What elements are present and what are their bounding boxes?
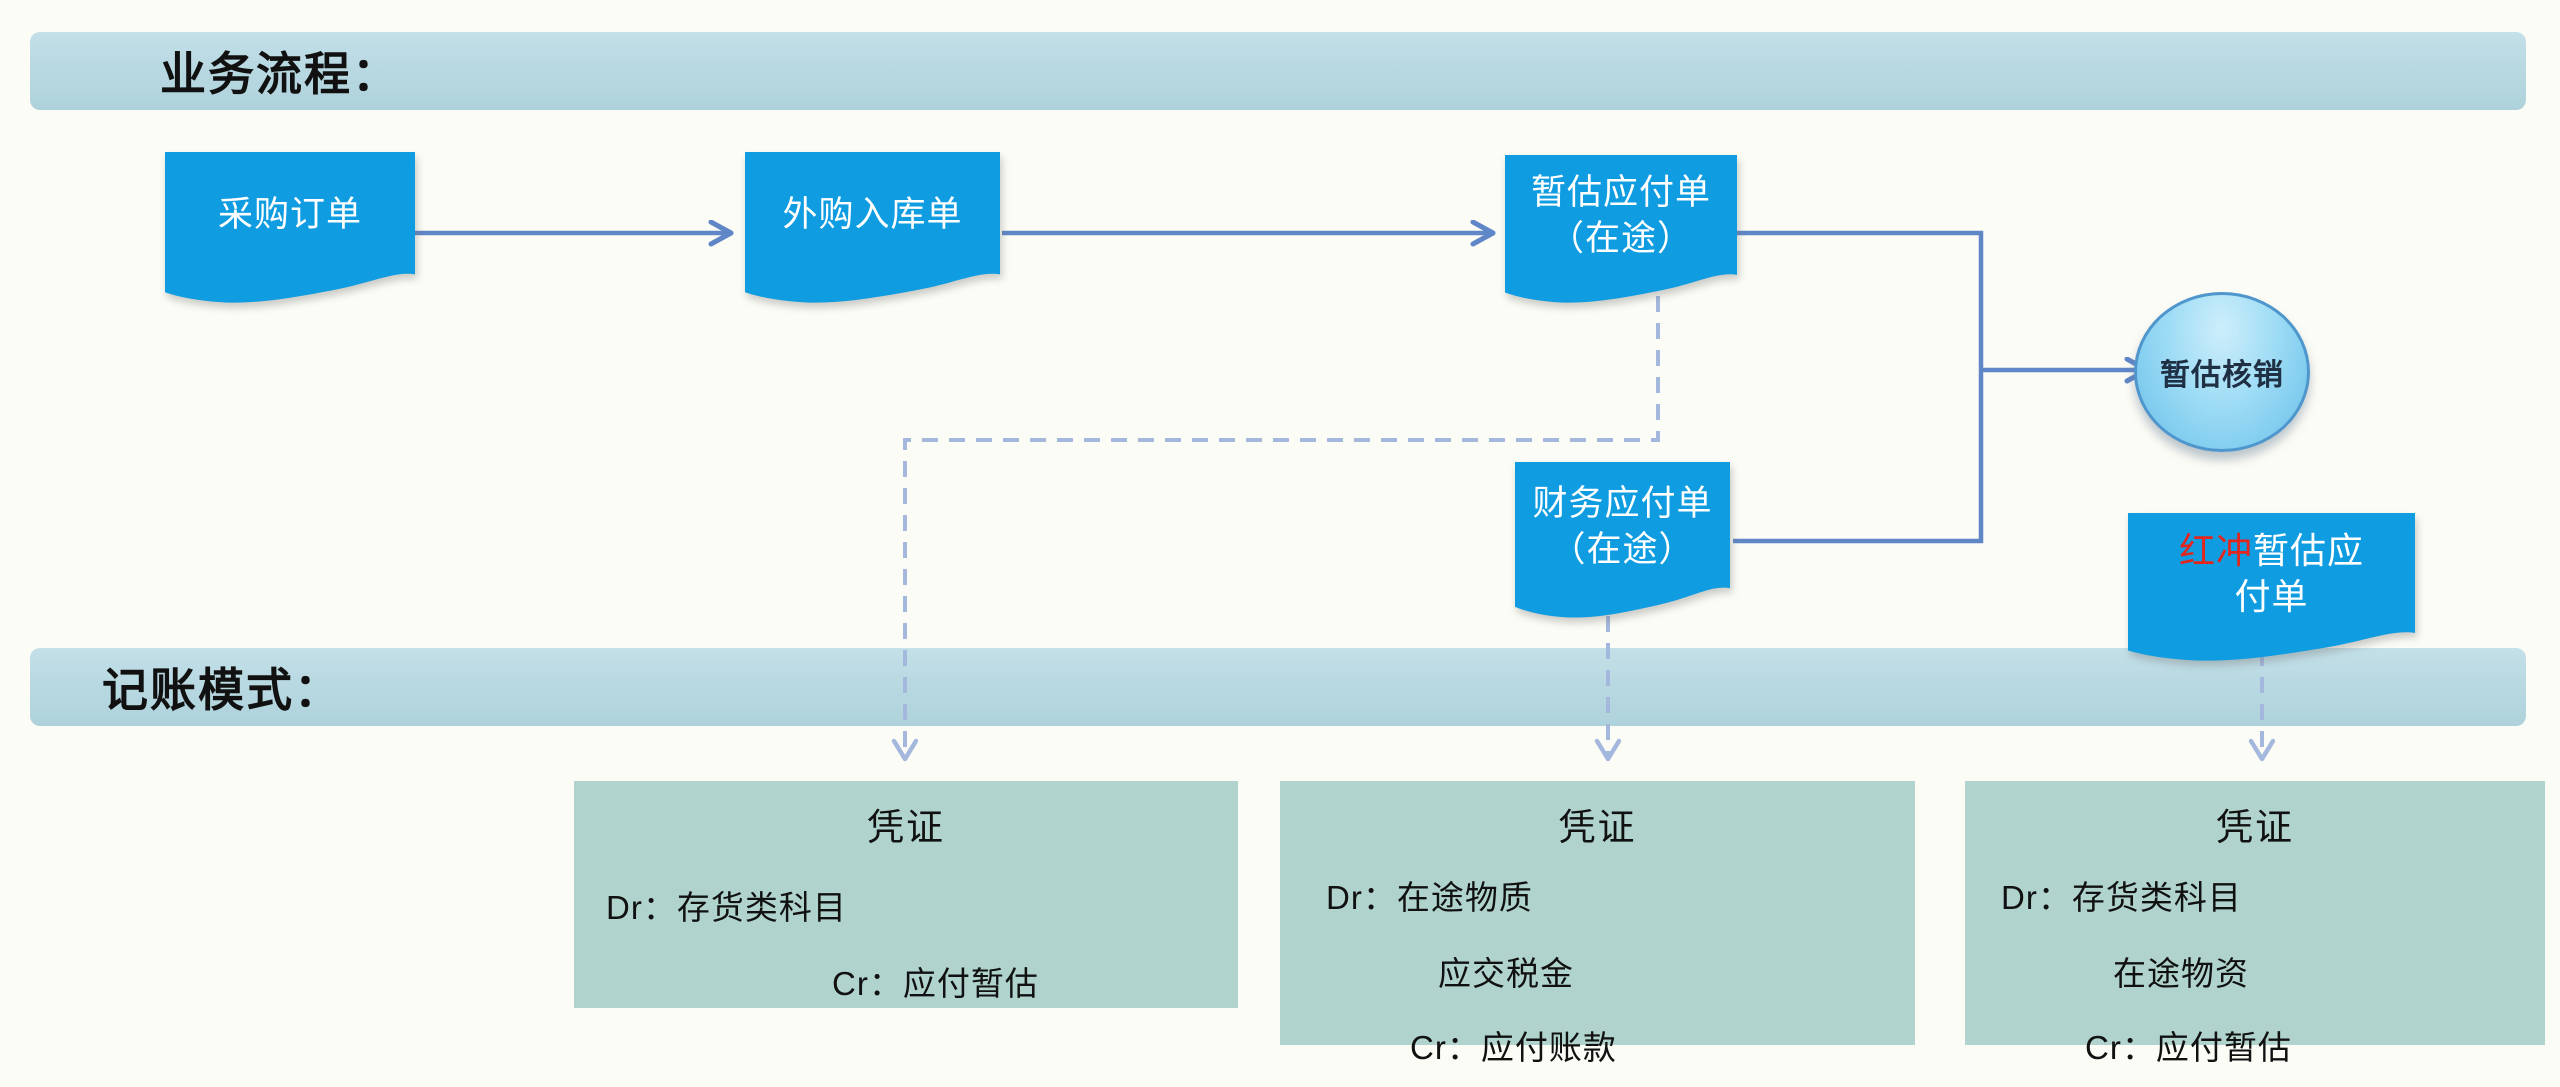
red-flush-line1: 红冲暂估应 [2179,528,2364,574]
financial-payable-node: 财务应付单 （在途） [1515,462,1730,620]
voucher-box-financial: 凭证 Dr：在途物质 应交税金 Cr：应付账款 [1280,781,1915,1066]
voucher-title: 凭证 [1558,807,1637,848]
purchase-order-node: 采购订单 [165,152,415,305]
voucher-box-inbound: 凭证 Dr：存货类科目 Cr：应付暂估 [574,781,1238,1008]
red-flush-estimated-payable-node: 红冲暂估应 付单 [2128,513,2415,663]
wave-document-shape [165,152,415,303]
financial-payable-label: 财务应付单 （在途） [1532,481,1712,573]
wave-document-shape [1515,462,1730,618]
red-flush-red-text: 红冲 [2178,530,2253,571]
voucher-title: 凭证 [2216,807,2294,848]
accounting-mode-banner: 记账模式： [30,648,2526,726]
accounting-mode-label: 记账模式： [102,664,342,716]
voucher-line-dr: Dr：存货类科目 [2001,879,2242,916]
wave-document-shape [2128,513,2415,661]
voucher-box-redflush: 凭证 Dr：存货类科目 在途物资 Cr：应付暂估 [1965,781,2545,1066]
inbound-receipt-node: 外购入库单 [745,152,1000,305]
business-process-banner: 业务流程： [30,32,2526,110]
voucher-line-dr2: 在途物资 [2113,955,2249,992]
dashed-estimated-to-voucher1 [905,296,1660,758]
voucher-line-dr: Dr：在途物质 [1326,879,1533,916]
estimated-payable-line2: （在途） [1548,219,1693,258]
voucher-line-dr2: 应交税金 [1438,955,1574,992]
wave-document-shape [1505,155,1737,303]
voucher-line-cr: Cr：应付暂估 [832,965,1039,1002]
red-flush-line2: 付单 [2234,576,2309,617]
business-process-label: 业务流程： [160,48,400,100]
voucher-line-dr: Dr：存货类科目 [606,889,847,926]
voucher-title: 凭证 [867,807,945,848]
wave-document-shape [745,152,1000,303]
estimate-writeoff-ellipse: 暂估核销 [2134,292,2310,452]
red-flush-line1-rest: 暂估应 [2253,530,2365,571]
estimated-payable-node: 暂估应付单 （在途） [1505,155,1737,305]
financial-payable-line1: 财务应付单 [1532,484,1713,523]
financial-payable-line2: （在途） [1550,530,1695,569]
connector-estimated-and-financial-join [1733,230,1984,544]
estimated-payable-line1: 暂估应付单 [1530,173,1711,212]
voucher-line-cr: Cr：应付暂估 [2085,1029,2292,1066]
estimate-writeoff-label: 暂估核销 [2160,359,2284,392]
red-flush-label: 红冲暂估应 付单 [2179,528,2364,620]
inbound-receipt-label: 外购入库单 [782,194,963,234]
estimated-payable-label: 暂估应付单 （在途） [1531,170,1711,262]
voucher-line-cr: Cr：应付账款 [1410,1029,1617,1066]
purchase-order-label: 采购订单 [217,194,362,234]
